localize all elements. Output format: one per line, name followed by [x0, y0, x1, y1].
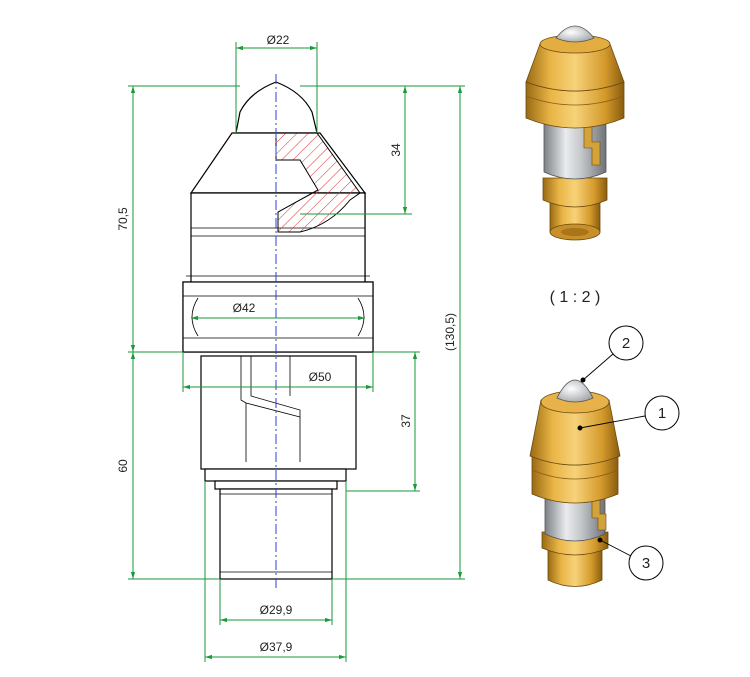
isometric-view-bottom: [529, 379, 621, 587]
svg-text:1: 1: [658, 405, 666, 422]
dim-h60: 60: [116, 459, 130, 473]
pick-side-view: [182, 74, 374, 590]
svg-text:3: 3: [642, 555, 650, 572]
carbide-tip: [235, 81, 318, 134]
dim-d22: Ø22: [267, 33, 290, 47]
collar: [182, 281, 374, 353]
section-hatch: [275, 132, 361, 233]
dim-h70-5: 70,5: [116, 207, 130, 231]
dim-d42: Ø42: [233, 301, 256, 315]
dim-d50: Ø50: [309, 370, 332, 384]
balloon-2: 2: [608, 325, 644, 361]
dim-d37-9: Ø37,9: [260, 640, 293, 654]
dim-h34: 34: [389, 143, 403, 157]
retaining-sleeve: [200, 355, 357, 470]
dim-h130-5: (130,5): [443, 313, 457, 351]
isometric-view-top: [525, 25, 625, 241]
leader-lines: [577, 353, 646, 557]
scale-label: ( 1 : 2 ): [550, 289, 601, 306]
balloon-1: 1: [644, 395, 680, 431]
svg-text:2: 2: [622, 335, 630, 352]
balloon-3: 3: [628, 545, 664, 581]
dim-d29-9: Ø29,9: [260, 603, 293, 617]
dimension-set: Ø22 34 70,5 60 (130,5) 37 Ø42 Ø50: [116, 33, 465, 662]
dim-h37: 37: [399, 414, 413, 428]
